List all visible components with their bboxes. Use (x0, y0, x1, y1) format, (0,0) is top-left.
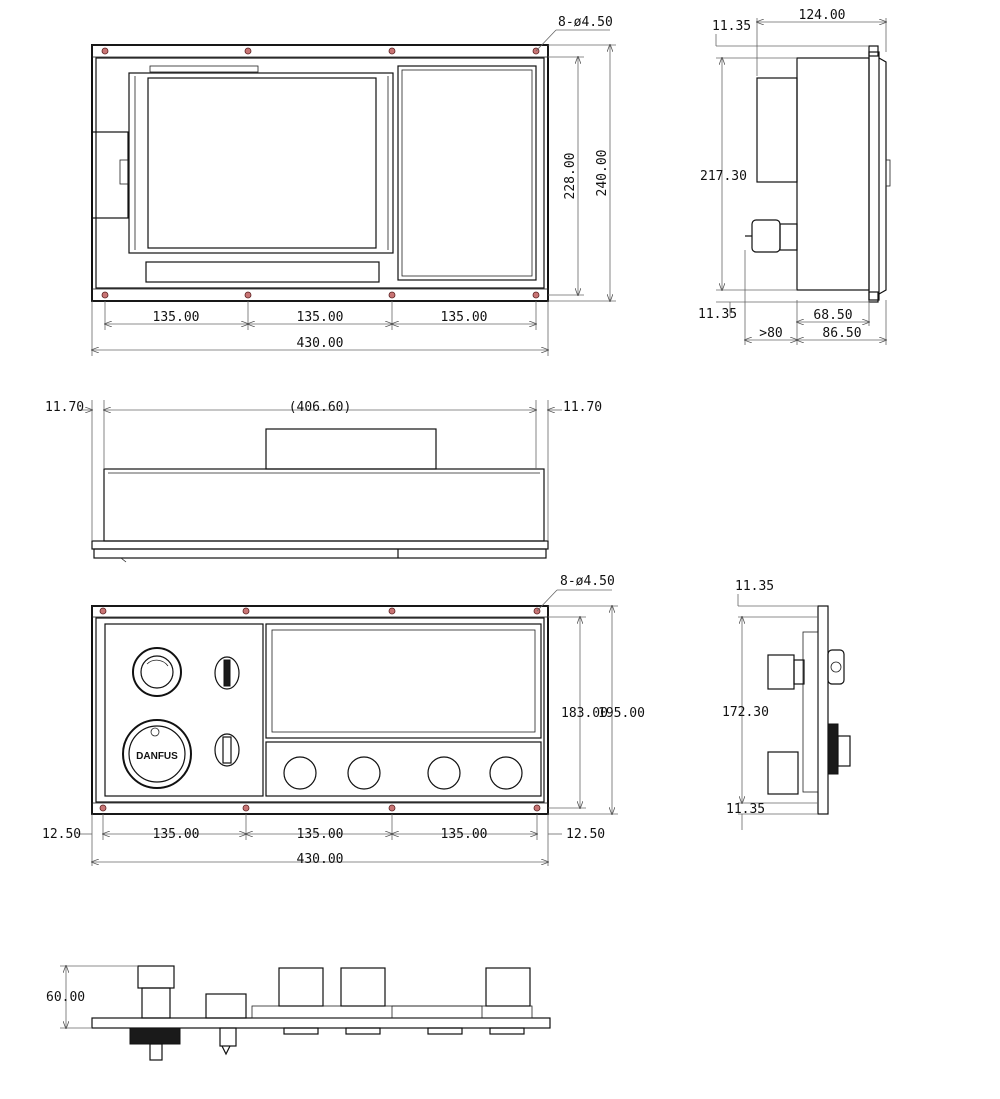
front-spacing-3-label: 135.00 (441, 310, 488, 325)
push-button-1 (283, 756, 317, 790)
bottom-button-2 (340, 967, 386, 1007)
right-panel (397, 65, 537, 281)
screen-bezel (128, 72, 394, 254)
control-spacing-1-label: 135.00 (153, 827, 200, 842)
front-spacing-1-label: 135.00 (153, 310, 200, 325)
control-side-view: 11.35 172.30 11.35 (722, 579, 851, 830)
bottom-knob-cap (137, 965, 175, 989)
control-right-margin-label: 12.50 (566, 827, 605, 842)
bottom-view: 60.00 (46, 965, 551, 1061)
side-clearance-label: >80 (759, 326, 782, 341)
control-hole-callout: 8-ø4.50 (560, 574, 615, 589)
side-body-label: 68.50 (813, 308, 852, 323)
emergency-stop-button (122, 719, 192, 789)
bottom-height-label: 60.00 (46, 990, 85, 1005)
control-button-panel (265, 741, 542, 797)
bottom-key-strip (145, 261, 380, 283)
front-spacing-2-label: 135.00 (297, 310, 344, 325)
control-side-connector-bottom (767, 751, 799, 795)
control-side-connector-top (767, 654, 795, 690)
top-width-label: (406.60) (289, 400, 352, 415)
front-view: 8-ø4.50 228.00 240.00 135.00 135.00 135.… (91, 15, 616, 356)
control-left-margin-label: 12.50 (42, 827, 81, 842)
top-right-margin-label: 11.70 (563, 400, 602, 415)
top-front-flange (91, 540, 549, 550)
side-panel-label: 86.50 (822, 326, 861, 341)
push-button-3 (427, 756, 461, 790)
control-spacing-2-label: 135.00 (297, 827, 344, 842)
control-outer-height-label: 195.00 (598, 706, 645, 721)
front-hole-callout: 8-ø4.50 (558, 15, 613, 30)
control-outer-frame (91, 605, 549, 815)
bottom-switch-body (205, 993, 247, 1019)
front-outer-frame (91, 44, 549, 302)
brand-label: DANFUS (136, 751, 178, 762)
control-panel-view: DANFUS 8-ø4.50 183.00 (42, 574, 645, 867)
control-side-top-offset-label: 11.35 (735, 579, 774, 594)
control-side-bottom-offset-label: 11.35 (726, 802, 765, 817)
top-view: 11.70 (406.60) 11.70 (45, 400, 602, 563)
push-button-4 (489, 756, 523, 790)
front-screw-holes (101, 47, 540, 299)
side-connector (751, 219, 781, 253)
side-rear-box (756, 77, 798, 183)
control-screw-holes (99, 607, 541, 812)
toggle-switch-1 (214, 656, 240, 690)
side-bottom-offset-label: 11.35 (698, 307, 737, 322)
control-inner-height-label: 183.00 (561, 706, 608, 721)
toggle-switch-2 (214, 733, 240, 767)
bottom-plate (91, 1017, 551, 1029)
side-height-label: 217.30 (700, 169, 747, 184)
front-total-width-label: 430.00 (297, 336, 344, 351)
selector-knob (132, 647, 182, 697)
side-view: 124.00 11.35 217.30 11.35 68.50 >80 86.5… (698, 8, 891, 345)
front-side-handle (91, 131, 129, 219)
front-inner-height-label: 228.00 (563, 153, 578, 200)
bottom-button-4 (485, 967, 531, 1007)
control-left-panel (104, 623, 264, 797)
side-body (796, 57, 870, 291)
top-rear-box (265, 428, 437, 470)
control-total-width-label: 430.00 (297, 852, 344, 867)
control-display-panel (265, 623, 542, 739)
side-top-offset-label: 11.35 (712, 19, 751, 34)
top-left-margin-label: 11.70 (45, 400, 84, 415)
bottom-button-1 (278, 967, 324, 1007)
front-inner-frame (95, 57, 545, 289)
side-depth-label: 124.00 (799, 8, 846, 23)
control-side-plate (817, 605, 829, 815)
screen-display (147, 77, 377, 249)
top-body (103, 468, 545, 542)
control-spacing-3-label: 135.00 (441, 827, 488, 842)
front-outer-height-label: 240.00 (595, 150, 610, 197)
top-label-strip (149, 65, 259, 73)
control-side-height-label: 172.30 (722, 705, 769, 720)
push-button-2 (347, 756, 381, 790)
